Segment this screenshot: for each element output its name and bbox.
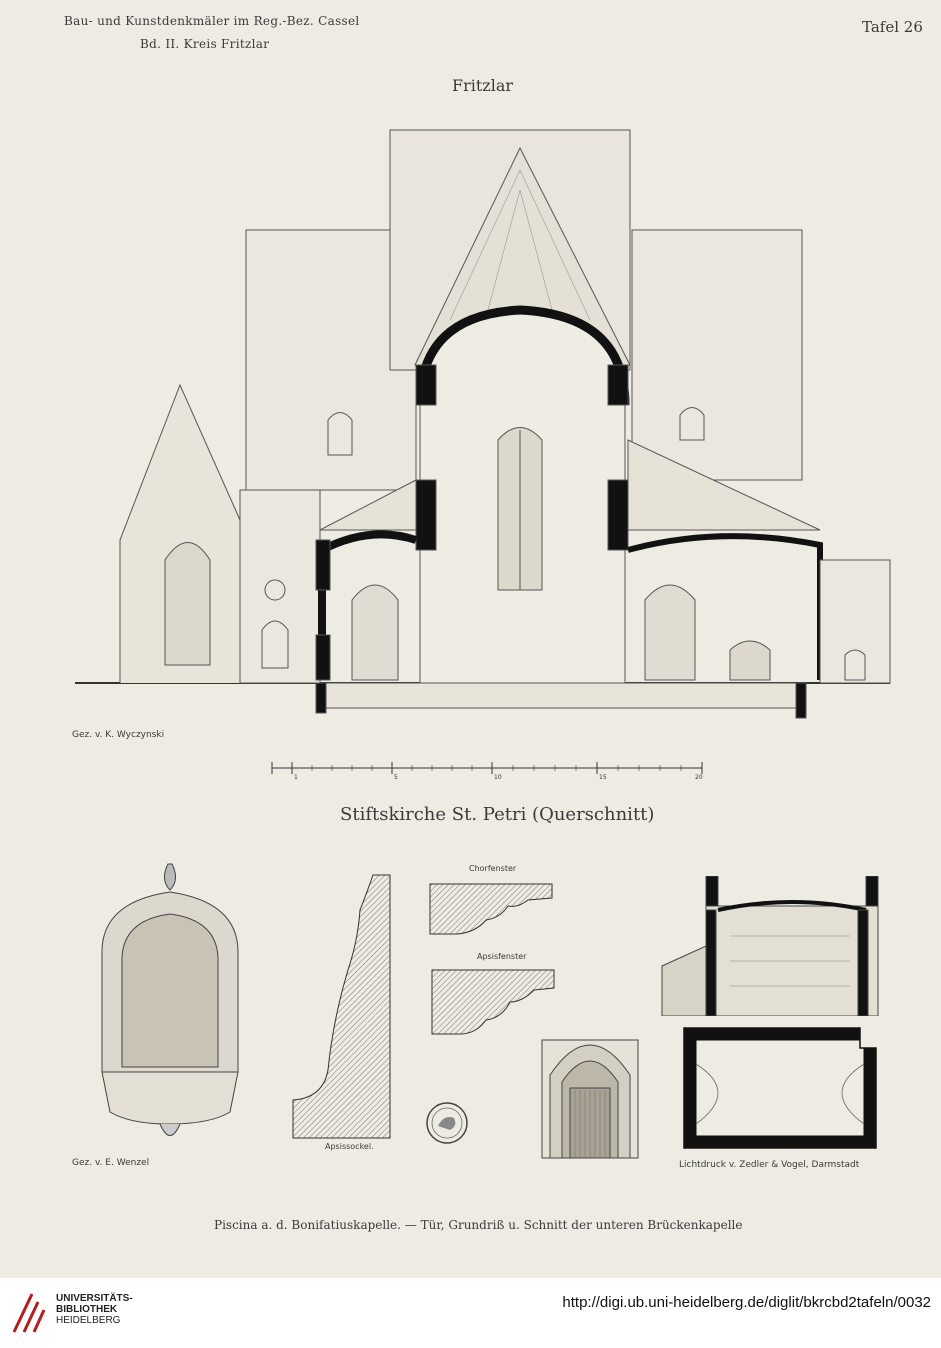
library-line-2: BIBLIOTHEK	[56, 1304, 118, 1315]
library-logo-icon	[12, 1293, 46, 1333]
place-title: Fritzlar	[452, 76, 514, 95]
detail-caption: Piscina a. d. Bonifatiuskapelle. — Tür, …	[214, 1218, 743, 1232]
library-name: UNIVERSITÄTS- BIBLIOTHEK HEIDELBERG	[56, 1293, 133, 1326]
door-drawing	[541, 1039, 639, 1159]
scale-mark-15: 15	[599, 774, 607, 780]
scale-bar: 1 5 10 15 20	[271, 762, 703, 780]
chapel-plan-drawing	[683, 1027, 877, 1149]
apsisfenster-profile	[431, 969, 555, 1035]
main-drawing-title: Stiftskirche St. Petri (Querschnitt)	[340, 804, 655, 825]
label-apsissockel: Apsissockel.	[325, 1142, 374, 1151]
piscina-drawing	[101, 863, 239, 1136]
library-line-3: HEIDELBERG	[56, 1315, 121, 1326]
library-line-1: UNIVERSITÄTS-	[56, 1293, 133, 1304]
chapel-section-drawing	[661, 876, 879, 1016]
cross-section-drawing	[75, 129, 891, 719]
scale-mark-1: 1	[294, 774, 298, 780]
series-title: Bau- und Kunstdenkmäler im Reg.-Bez. Cas…	[64, 14, 360, 28]
chorfenster-profile	[429, 883, 553, 935]
seal-image	[426, 1102, 468, 1144]
label-apsisfenster: Apsisfenster	[477, 952, 527, 961]
detail-credit-right: Lichtdruck v. Zedler & Vogel, Darmstadt	[679, 1160, 860, 1170]
scale-mark-10: 10	[494, 774, 502, 780]
scale-mark-5: 5	[394, 774, 398, 780]
apsissockel-profile	[292, 874, 391, 1139]
label-chorfenster: Chorfenster	[469, 864, 517, 873]
volume-title: Bd. II. Kreis Fritzlar	[140, 37, 270, 51]
plate-number: Tafel 26	[862, 18, 923, 36]
main-drawing-credit: Gez. v. K. Wyczynski	[72, 730, 165, 740]
scale-mark-20: 20	[695, 774, 703, 780]
footer-bar	[0, 1278, 941, 1348]
source-url-link[interactable]: http://digi.ub.uni-heidelberg.de/diglit/…	[562, 1294, 931, 1311]
detail-credit-left: Gez. v. E. Wenzel	[72, 1158, 150, 1168]
